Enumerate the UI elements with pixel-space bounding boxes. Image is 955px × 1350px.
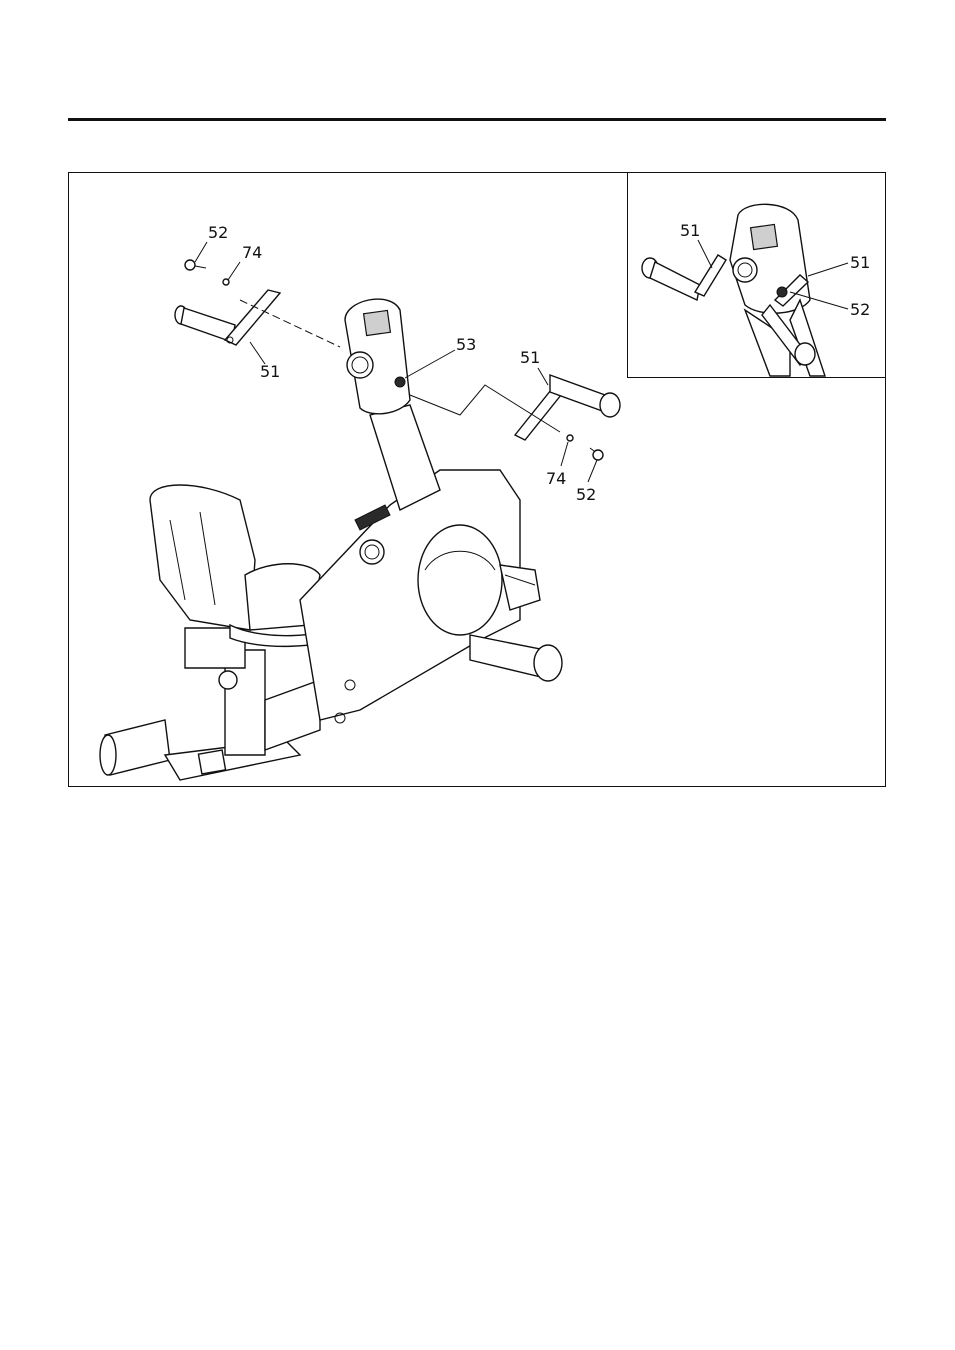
inset-drawing	[642, 204, 825, 376]
label-52-left: 52	[208, 223, 228, 242]
recumbent-bike-drawing	[100, 299, 562, 780]
label-74-left: 74	[242, 243, 262, 262]
left-pedal-parts	[175, 260, 340, 347]
inset-label-52: 52	[850, 300, 870, 319]
inset-label-51-left: 51	[680, 221, 700, 240]
label-51-right: 51	[520, 348, 540, 367]
label-52-right: 52	[576, 485, 596, 504]
label-53: 53	[456, 335, 476, 354]
inset-label-51-right: 51	[850, 253, 870, 272]
right-pedal-parts	[410, 375, 620, 460]
label-74-right: 74	[546, 469, 566, 488]
label-51-left: 51	[260, 362, 280, 381]
